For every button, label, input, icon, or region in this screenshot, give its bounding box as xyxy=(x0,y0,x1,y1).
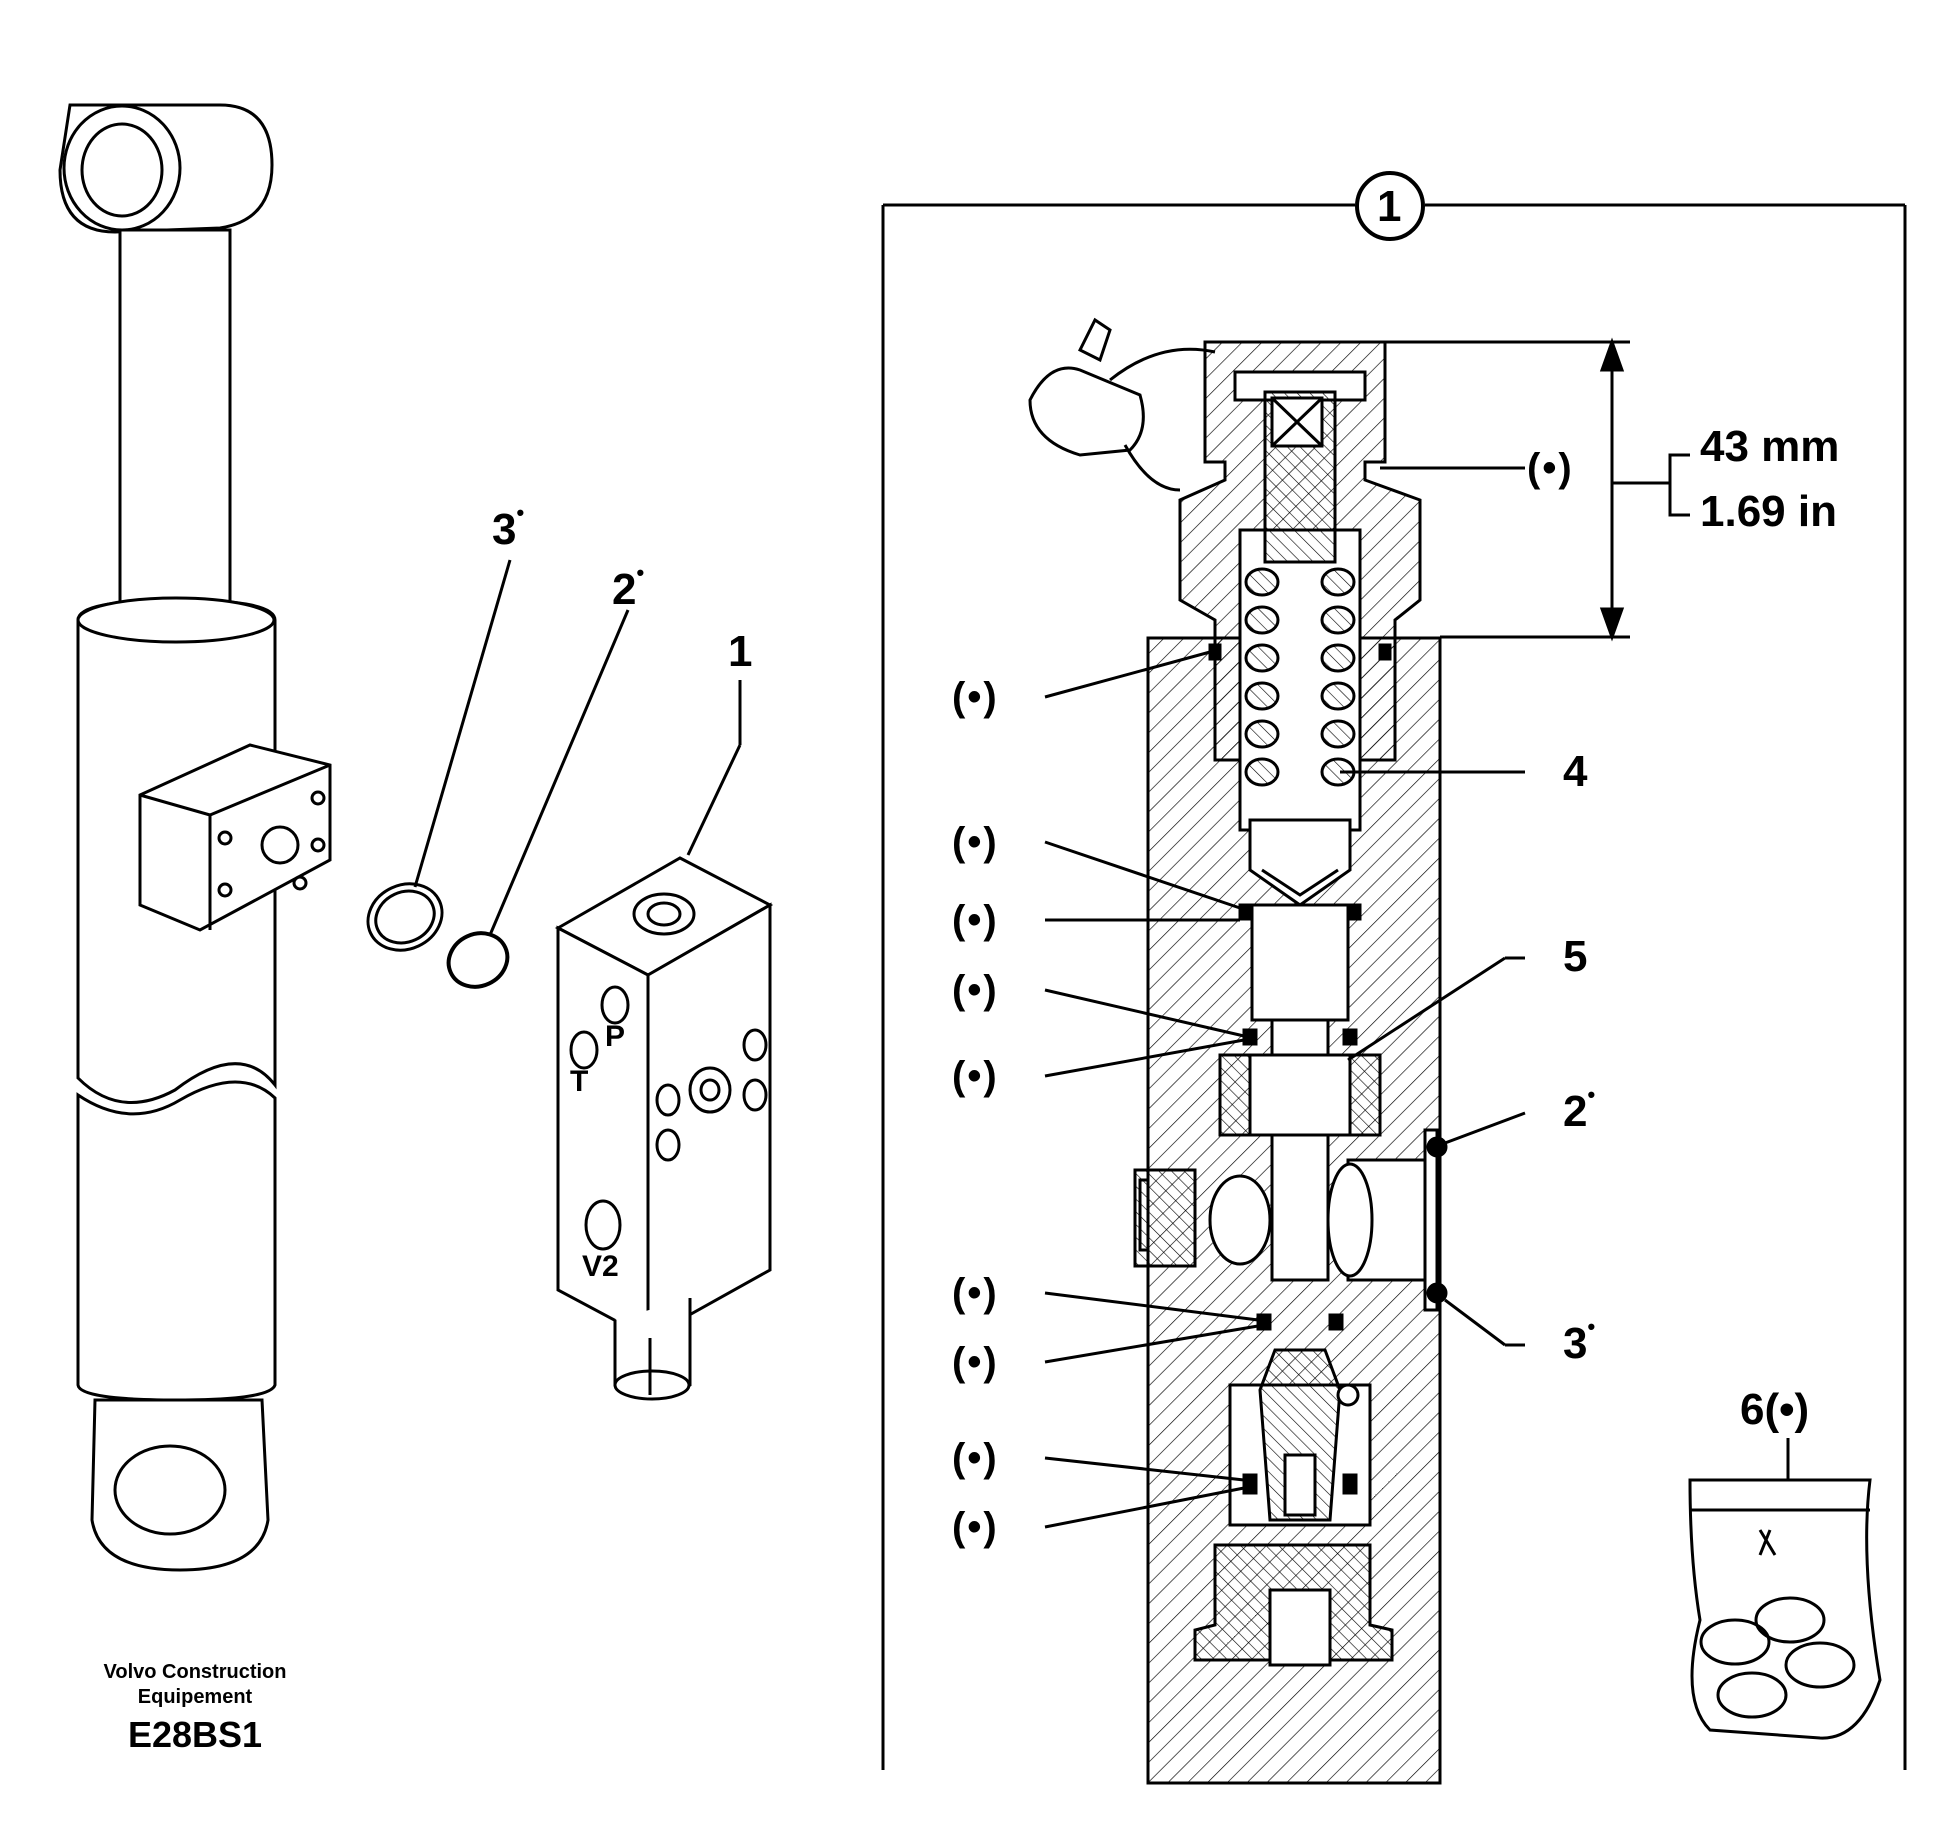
label-part-4: 4 xyxy=(1563,747,1588,796)
company-line-2: Equipement xyxy=(137,1686,253,1708)
label-part-3-section: 3• xyxy=(1563,1314,1596,1368)
kit-label-body-seal: (•) xyxy=(952,675,999,719)
seal-ring-3 xyxy=(366,882,444,952)
seal-kit-bag xyxy=(1688,1478,1882,1740)
kit-label-spool-seal-b: (•) xyxy=(952,1054,999,1098)
company-name: Volvo Construction Equipement xyxy=(80,1660,310,1710)
section-callout-label: 1 xyxy=(1377,182,1402,231)
valve-block xyxy=(554,856,774,1401)
leader-lines-left xyxy=(413,559,742,936)
label-part-2: 2• xyxy=(612,560,645,614)
kit-label-poppet-seal: (•) xyxy=(952,820,999,864)
kit-label-check-seal-b: (•) xyxy=(952,1505,999,1549)
port-label-v2: V2 xyxy=(582,1250,619,1283)
label-part-1: 1 xyxy=(728,627,753,676)
section-frame xyxy=(881,203,1907,1770)
company-line-1: Volvo Construction xyxy=(103,1661,287,1683)
valve-section xyxy=(1028,317,1448,1785)
kit-label-check-seal-a: (•) xyxy=(952,1436,999,1480)
kit-label-lower-seal-b: (•) xyxy=(952,1340,999,1384)
label-part-5: 5 xyxy=(1563,932,1588,981)
kit-label-upper-oring: (•) xyxy=(952,898,999,942)
leader-lines-right xyxy=(1044,466,1790,1529)
dimension-mm: 43 mm xyxy=(1700,422,1840,471)
kit-label-cap-seal: (•) xyxy=(1527,446,1574,490)
label-part-6: 6(•) xyxy=(1740,1385,1810,1434)
drawing-code: E28BS1 xyxy=(127,1714,263,1755)
kit-label-lower-seal-a: (•) xyxy=(952,1271,999,1315)
port-label-p: P xyxy=(605,1020,626,1053)
port-label-t: T xyxy=(570,1065,589,1098)
kit-label-spool-seal-a: (•) xyxy=(952,968,999,1012)
dimension-43mm xyxy=(1385,337,1690,642)
section-callout-circle xyxy=(1355,171,1425,241)
hydraulic-cylinder xyxy=(58,103,332,1572)
o-ring-2 xyxy=(446,931,510,989)
label-part-2-section: 2• xyxy=(1563,1082,1596,1136)
label-part-3: 3• xyxy=(492,500,525,554)
dimension-in: 1.69 in xyxy=(1700,487,1837,536)
